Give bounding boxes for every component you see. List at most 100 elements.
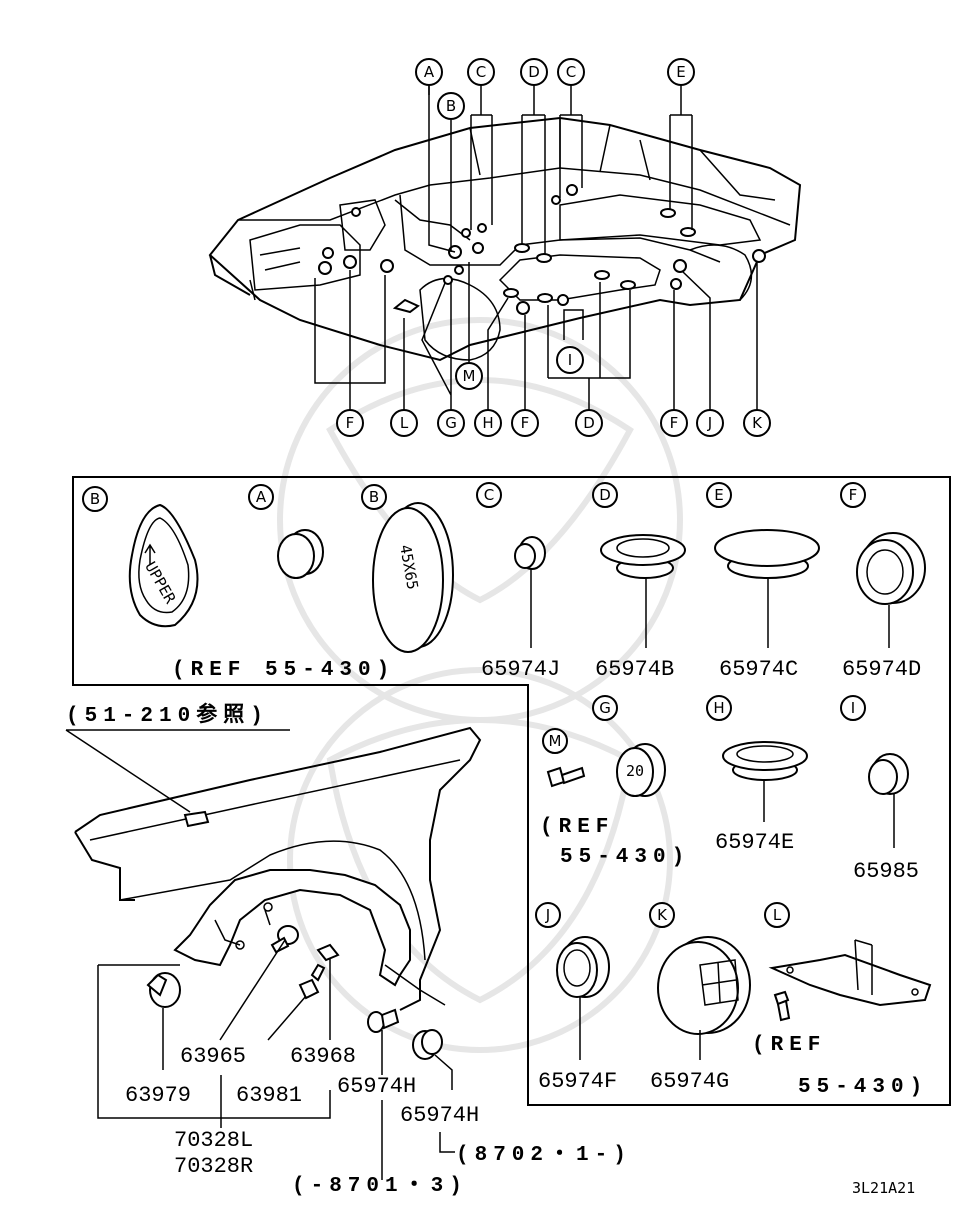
ref-ab: (REF 55-430) <box>172 659 395 682</box>
svg-text:A: A <box>424 63 435 81</box>
part-number-65974j: 65974J <box>481 657 560 682</box>
svg-text:A: A <box>256 488 267 506</box>
fastener-63979 <box>146 972 181 1070</box>
part-l-bracket: L <box>764 902 932 1022</box>
svg-text:F: F <box>670 414 679 432</box>
diagram-code: 3L21A21 <box>852 1179 915 1197</box>
svg-text:I: I <box>851 699 855 717</box>
svg-text:J: J <box>545 906 550 924</box>
part-number-65974h-b: 65974H <box>400 1103 479 1128</box>
callout-m-top: M <box>455 362 483 390</box>
svg-text:F: F <box>521 414 530 432</box>
svg-text:20: 20 <box>626 762 644 780</box>
part-number-70328r: 70328R <box>174 1154 253 1179</box>
callout-k-top: K <box>743 409 771 437</box>
fastener-63981 <box>267 963 326 1041</box>
svg-text:E: E <box>676 63 685 81</box>
svg-text:E: E <box>714 486 723 504</box>
part-number-65974d: 65974D <box>842 657 921 682</box>
svg-text:D: D <box>528 63 540 81</box>
part-number-70328l: 70328L <box>174 1128 253 1153</box>
callout-f-bottom-3: F <box>660 409 688 437</box>
part-b-oval-cap: B 45X65 <box>361 484 454 653</box>
part-number-65974c: 65974C <box>719 657 798 682</box>
part-a-plug: A <box>248 484 324 579</box>
svg-text:J: J <box>707 414 712 432</box>
part-g-grommet: G 20 <box>592 695 666 797</box>
part-h-grommet: H <box>706 695 808 822</box>
range-old: (-8701・3) <box>292 1175 468 1198</box>
svg-text:D: D <box>599 486 611 504</box>
svg-text:C: C <box>476 63 486 81</box>
part-m-bolt: M <box>542 728 586 788</box>
ref-fender: (51-210参照) <box>66 702 269 728</box>
callout-l-top: L <box>390 409 418 437</box>
svg-text:G: G <box>599 699 611 717</box>
svg-text:G: G <box>445 414 457 432</box>
svg-text:C: C <box>566 63 576 81</box>
svg-text:F: F <box>346 414 355 432</box>
part-number-63965: 63965 <box>180 1044 246 1069</box>
range-new-leader <box>439 1132 455 1153</box>
car-callouts: A B C D C E M F L G H F I D F J K <box>336 58 771 437</box>
callout-d-bottom: D <box>575 409 603 437</box>
part-j-grommet: J <box>535 902 610 1060</box>
callout-j-top: J <box>696 409 724 437</box>
part-number-63968: 63968 <box>290 1044 356 1069</box>
part-k-large-grommet: K <box>649 902 751 1060</box>
callout-f-bottom-1: F <box>336 409 364 437</box>
svg-text:B: B <box>446 97 456 115</box>
part-number-65974f: 65974F <box>538 1069 617 1094</box>
ref-l-line2: 55-430) <box>798 1076 928 1099</box>
callout-d-top: D <box>520 58 548 86</box>
svg-text:H: H <box>482 414 493 432</box>
fastener-65974h-new <box>412 1029 453 1090</box>
svg-text:B: B <box>90 490 100 508</box>
svg-text:L: L <box>400 414 409 432</box>
fender-illustration <box>74 726 482 1011</box>
callout-a-top: A <box>415 58 443 86</box>
part-number-65974g: 65974G <box>650 1069 729 1094</box>
part-number-65985: 65985 <box>853 859 919 884</box>
svg-text:D: D <box>583 414 595 432</box>
part-f-plug: F <box>840 482 926 648</box>
svg-text:I: I <box>568 351 572 369</box>
callout-e-top: E <box>667 58 695 86</box>
svg-text:B: B <box>369 488 379 506</box>
callout-i-top: I <box>556 346 584 374</box>
svg-text:C: C <box>484 486 494 504</box>
ref-l-line1: (REF <box>752 1034 826 1057</box>
fender-kit-bracket <box>97 964 331 1128</box>
callout-c-top-right: C <box>557 58 585 86</box>
part-number-63981: 63981 <box>236 1083 302 1108</box>
callout-h-top: H <box>474 409 502 437</box>
part-number-65974b: 65974B <box>595 657 674 682</box>
part-number-63979: 63979 <box>125 1083 191 1108</box>
svg-text:L: L <box>773 906 782 924</box>
part-number-65974h-a: 65974H <box>337 1074 416 1099</box>
part-d-grommet: D <box>592 482 686 648</box>
part-b-upper-plate: B UPPER <box>82 486 199 628</box>
range-new: (8702・1-) <box>456 1144 632 1167</box>
callout-f-bottom-2: F <box>511 409 539 437</box>
callout-c-top-left: C <box>467 58 495 86</box>
part-i-plug: I <box>840 695 909 848</box>
ref-m-line2: 55-430) <box>560 846 690 869</box>
part-number-65974e: 65974E <box>715 830 794 855</box>
svg-text:K: K <box>752 414 763 432</box>
svg-text:M: M <box>463 367 476 385</box>
part-e-cap: E <box>706 482 820 648</box>
callout-b-top: B <box>437 92 465 120</box>
callout-g-top: G <box>437 409 465 437</box>
parts-box-frame <box>72 476 951 1106</box>
svg-text:M: M <box>549 732 562 750</box>
part-c-small-plug: C <box>476 482 546 648</box>
fastener-65974h-old <box>367 1008 400 1075</box>
fastener-63965 <box>219 925 299 1041</box>
svg-text:K: K <box>657 906 668 924</box>
fastener-63968 <box>316 943 340 1040</box>
svg-text:F: F <box>849 486 858 504</box>
car-leader-lines <box>314 85 758 410</box>
